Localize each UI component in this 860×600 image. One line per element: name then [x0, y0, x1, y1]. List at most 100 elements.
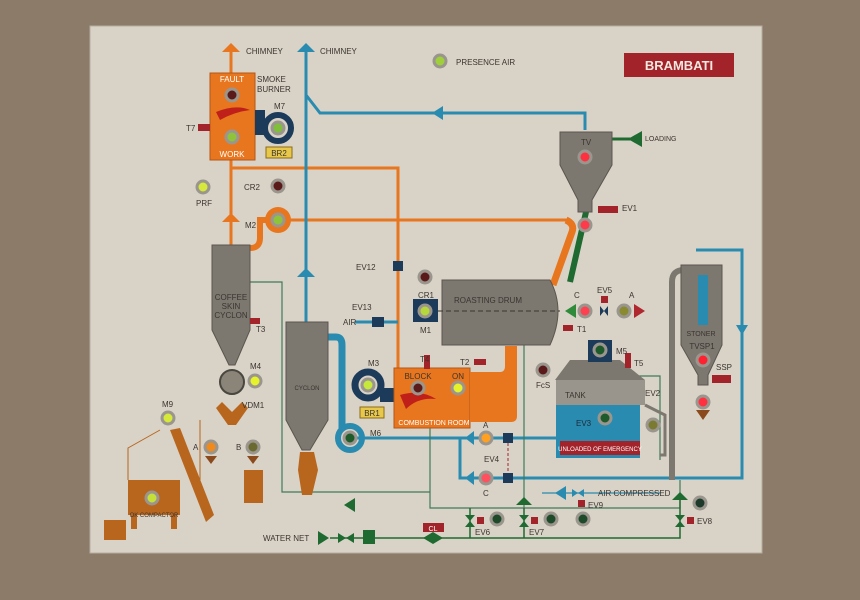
lamp-ssp-outlet — [695, 394, 711, 410]
b-left-label: B — [236, 443, 241, 452]
lamp-a-top — [616, 303, 632, 319]
t7-label: T7 — [186, 124, 196, 133]
ev4-valve-a — [503, 433, 513, 443]
c-top-label: C — [574, 291, 580, 300]
m6-label: M6 — [370, 429, 382, 438]
lamp-fcs — [535, 362, 551, 378]
cyclon-word-label: CYCLON — [214, 311, 248, 320]
ev7-label: EV7 — [529, 528, 545, 537]
lamp-m4 — [247, 373, 263, 389]
water-valve — [338, 533, 354, 543]
fcs-label: FcS — [536, 381, 550, 390]
ev5-valve — [600, 306, 608, 316]
a-top-label: A — [629, 291, 635, 300]
ev12-valve — [393, 261, 403, 271]
lamp-m2 — [270, 212, 286, 228]
lamp-on — [450, 380, 466, 396]
cyclon-label: CYCLON — [294, 386, 319, 392]
lamp-ev6 — [489, 511, 505, 527]
a-left-label: A — [193, 443, 199, 452]
lamp-ev9 — [575, 511, 591, 527]
ev3-label: EV3 — [576, 419, 592, 428]
ev1-label: EV1 — [622, 204, 638, 213]
lamp-c-mid — [478, 470, 494, 486]
m9-label: M9 — [162, 400, 174, 409]
ok-compactor-label: OK COMPACTOR — [130, 513, 179, 519]
ok-compactor — [104, 428, 214, 540]
t4-label: T4 — [420, 355, 430, 364]
ev13-label: EV13 — [352, 303, 372, 312]
tank — [555, 340, 667, 458]
valve-actuators — [477, 517, 694, 524]
m7-label: M7 — [274, 102, 286, 111]
presence-air-label: PRESENCE AIR — [456, 58, 515, 67]
lamp-a-left — [203, 439, 219, 455]
lamp-cr1 — [417, 269, 433, 285]
ev4-label: EV4 — [484, 455, 500, 464]
lamp-tvsp1 — [695, 352, 711, 368]
lamp-a-mid — [478, 430, 494, 446]
ev12-label: EV12 — [356, 263, 376, 272]
t3-label: T3 — [256, 325, 266, 334]
cl-filter — [423, 532, 443, 544]
air-compressed-label: AIR COMPRESSED — [598, 489, 671, 498]
stoner — [669, 264, 731, 480]
tv-hopper — [559, 131, 618, 213]
ev9-label: EV9 — [588, 501, 604, 510]
roasting-drum — [438, 279, 560, 346]
tank-label: TANK — [565, 391, 586, 400]
lamp-presence-air — [432, 53, 448, 69]
lamp-ev7 — [543, 511, 559, 527]
c-mid-label: C — [483, 489, 489, 498]
m5-label: M5 — [616, 347, 628, 356]
cr1-label: CR1 — [418, 291, 435, 300]
lamp-m7 — [270, 120, 286, 136]
chimney-right-label: CHIMNEY — [320, 47, 358, 56]
fault-label: FAULT — [220, 75, 244, 84]
t2-label: T2 — [460, 358, 470, 367]
lamp-m1 — [417, 303, 433, 319]
ev13-valve — [372, 317, 384, 327]
water-valves — [465, 515, 685, 527]
lamp-cr2 — [270, 178, 286, 194]
ev5-label: EV5 — [597, 286, 613, 295]
block-label: BLOCK — [404, 372, 432, 381]
work-label: WORK — [220, 150, 246, 159]
lamp-m5 — [592, 342, 608, 358]
t1-label: T1 — [577, 325, 587, 334]
lamp-ev2 — [645, 417, 661, 433]
logo-text: BRAMBATI — [645, 58, 713, 73]
prf-label: PRF — [196, 199, 212, 208]
lamp-work — [224, 129, 240, 145]
combustion-room — [351, 346, 517, 429]
air-compressed-valve — [572, 489, 584, 497]
on-label: ON — [452, 372, 464, 381]
t1-sensor — [563, 325, 573, 331]
coffee-label: COFFEE — [215, 293, 247, 302]
m3-label: M3 — [368, 359, 380, 368]
cr2-label: CR2 — [244, 183, 261, 192]
lamp-block — [410, 380, 426, 396]
skin-label: SKIN — [222, 302, 241, 311]
m4-label: M4 — [250, 362, 262, 371]
m1-label: M1 — [420, 326, 432, 335]
brambati-logo: BRAMBATI — [624, 53, 734, 77]
ssp-label: SSP — [716, 363, 732, 372]
lamp-m9 — [160, 410, 176, 426]
tvsp1-label: TVSP1 — [689, 342, 715, 351]
stoner-label: STONER — [686, 331, 715, 338]
cl-box — [423, 523, 444, 532]
burner-label: BURNER — [257, 85, 291, 94]
chimney-left-label: CHIMNEY — [246, 47, 284, 56]
lamp-ok-compactor — [144, 490, 160, 506]
lamp-fault — [224, 87, 240, 103]
lamp-tv — [577, 149, 593, 165]
flow-arrows — [205, 43, 748, 545]
ev4-valve-c — [503, 473, 513, 483]
ev5-actuator — [601, 296, 608, 303]
cl-label: CL — [429, 526, 438, 533]
coffee-skin-cyclon — [211, 244, 263, 503]
loading-label: LOADING — [645, 136, 677, 143]
roasting-drum-label: ROASTING DRUM — [454, 296, 522, 305]
